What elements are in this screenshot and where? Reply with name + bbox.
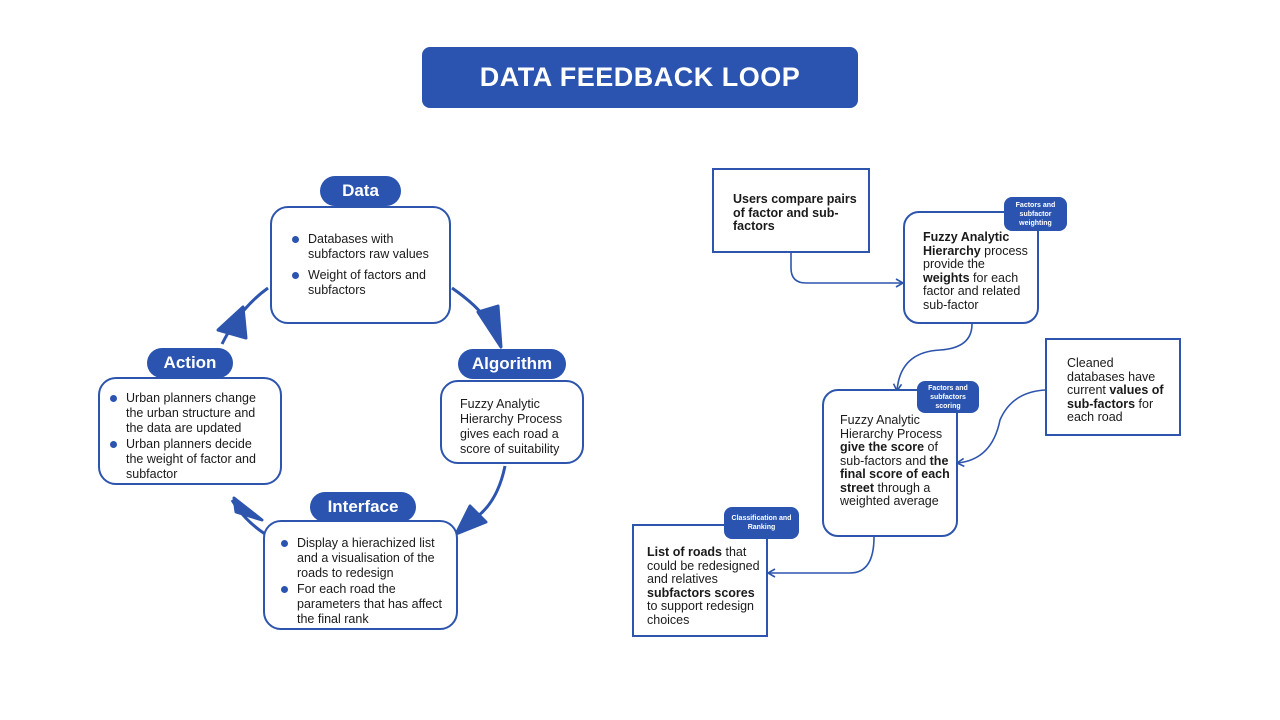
algorithm-label: Algorithm bbox=[458, 349, 566, 379]
action-item-2: Urban planners decide the weight of fact… bbox=[106, 437, 272, 482]
cleaned-databases-box: Cleaned databases have current values of… bbox=[1045, 338, 1181, 436]
cleaned-bold-1: values of sub-factors bbox=[1067, 383, 1164, 411]
cycle-arrow-algorithm-to-interface bbox=[454, 465, 507, 536]
flow-arrow-users-to-weighting bbox=[790, 252, 905, 288]
interface-box: Display a hierachized list and a visuali… bbox=[263, 520, 458, 630]
data-item-2: Weight of factors and subfactors bbox=[288, 268, 439, 298]
cycle-arrow-data-to-algorithm bbox=[451, 286, 503, 349]
action-label: Action bbox=[147, 348, 233, 378]
scoring-bold-2: the final score of each street bbox=[840, 453, 950, 495]
interface-item-1: Display a hierachized list and a visuali… bbox=[277, 536, 448, 581]
data-item-1: Databases with subfactors raw values bbox=[288, 232, 439, 262]
action-box: Urban planners change the urban structur… bbox=[98, 377, 282, 485]
cycle-arrow-action-to-data bbox=[216, 286, 269, 345]
weighting-bold-2: weights bbox=[923, 270, 970, 285]
weighting-box: Fuzzy Analytic Hierarchy process provide… bbox=[903, 211, 1039, 324]
ranking-bold-2: subfactors scores bbox=[647, 585, 755, 600]
cleaned-text-1: Cleaned databases have current bbox=[1067, 356, 1156, 397]
ranking-tag: Classification and Ranking bbox=[724, 507, 799, 539]
interface-label: Interface bbox=[310, 492, 416, 522]
action-item-1: Urban planners change the urban structur… bbox=[106, 391, 272, 436]
weighting-tag: Factors and subfactor weighting bbox=[1004, 197, 1067, 231]
scoring-tag: Factors and subfactors scoring bbox=[917, 381, 979, 413]
ranking-bold-1: List of roads bbox=[647, 545, 723, 559]
scoring-bold-1: give the score bbox=[840, 440, 925, 454]
flow-arrow-scoring-to-ranking bbox=[766, 536, 875, 578]
cleaned-text-2: for each road bbox=[1067, 396, 1154, 424]
ranking-text-2: to support redesign choices bbox=[647, 599, 755, 627]
flow-arrow-cleaned-to-scoring bbox=[955, 389, 1046, 468]
algorithm-box: Fuzzy Analytic Hierarchy Process gives e… bbox=[440, 380, 584, 464]
scoring-text-1: Fuzzy Analytic Hierarchy Process bbox=[840, 413, 943, 441]
users-compare-text: Users compare pairs of factor and sub-fa… bbox=[733, 192, 857, 233]
scoring-box: Fuzzy Analytic Hierarchy Process give th… bbox=[822, 389, 958, 537]
weighting-text-2: for each factor and related sub-factor bbox=[923, 270, 1021, 312]
page-title: DATA FEEDBACK LOOP bbox=[422, 47, 858, 108]
scoring-text-2: of sub-factors and bbox=[840, 440, 938, 468]
data-label: Data bbox=[320, 176, 401, 206]
algorithm-text: Fuzzy Analytic Hierarchy Process gives e… bbox=[460, 397, 563, 456]
scoring-text-3: through a weighted average bbox=[840, 480, 939, 508]
users-compare-box: Users compare pairs of factor and sub-fa… bbox=[712, 168, 870, 253]
interface-item-2: For each road the parameters that has af… bbox=[277, 582, 448, 627]
flow-arrow-weighting-to-scoring bbox=[892, 323, 973, 393]
weighting-bold-1: Fuzzy Analytic Hierarchy bbox=[923, 230, 1010, 258]
ranking-text-1: that could be redesigned and relatives bbox=[647, 545, 760, 586]
cycle-arrow-interface-to-action bbox=[230, 496, 266, 536]
weighting-text-1: process provide the bbox=[923, 243, 1028, 271]
ranking-box: List of roads that could be redesigned a… bbox=[632, 524, 768, 637]
data-box: Databases with subfactors raw values Wei… bbox=[270, 206, 451, 324]
